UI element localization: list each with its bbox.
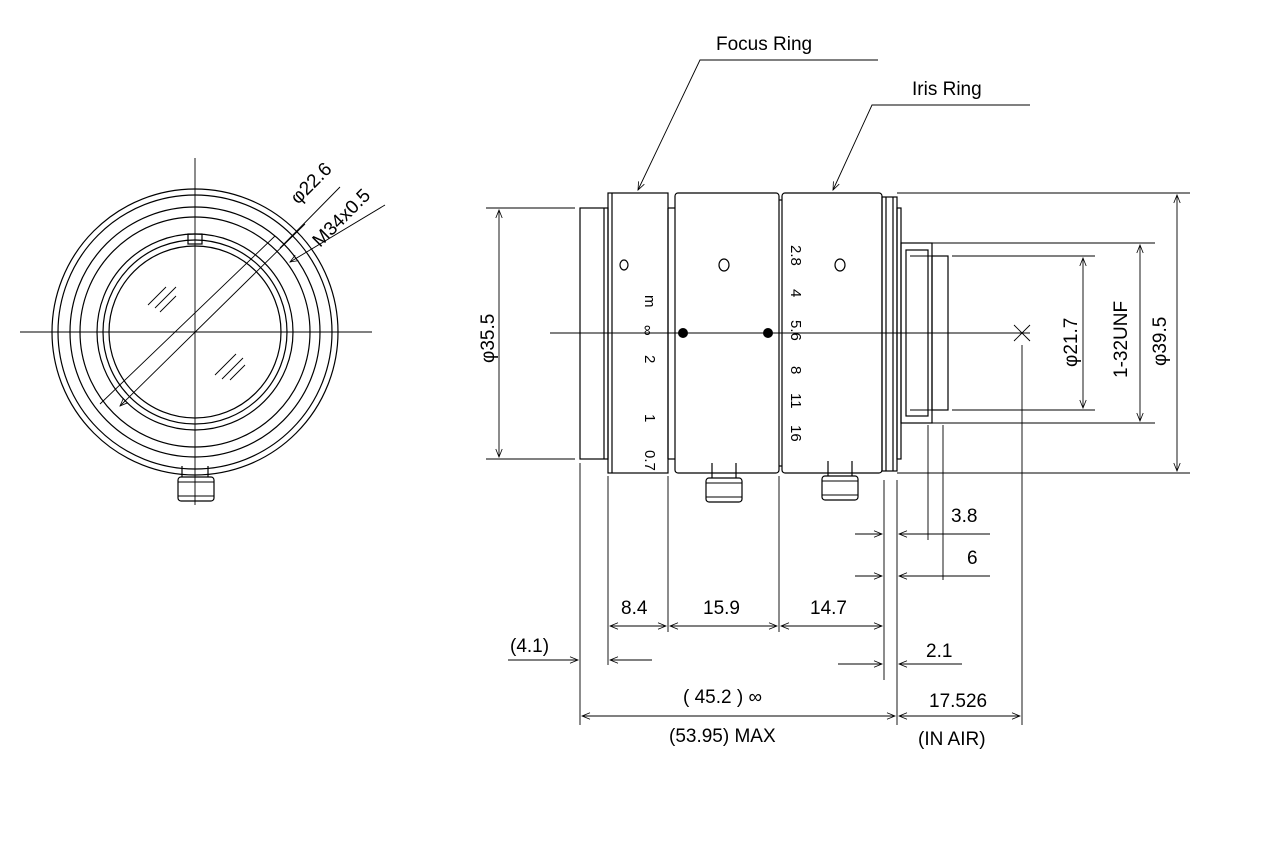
dim-14-7-label: 14.7 <box>810 598 847 619</box>
iris-scale-11: 11 <box>787 393 804 409</box>
focus-scale-1: 1 <box>641 414 658 422</box>
dim-rear-diameter-label: φ21.7 <box>1061 318 1082 367</box>
iris-scale-4: 4 <box>787 289 804 297</box>
focus-scale-inf: ∞ <box>639 325 656 336</box>
rear-flange <box>881 196 898 472</box>
front-inner-diameter-label: φ22.6 <box>287 159 337 209</box>
side-view: m ∞ 2 1 0.7 2.8 4 5.6 8 11 16 Focus Ring… <box>478 34 1190 750</box>
iris-scale: 2.8 4 5.6 8 11 16 <box>787 245 804 442</box>
front-ring-3 <box>69 206 321 458</box>
focus-ring-leader <box>638 59 878 190</box>
dim-8-4-label: 8.4 <box>621 598 648 619</box>
dim-mount-thread-label: 1-32UNF <box>1111 301 1132 378</box>
dim-4-1-label: (4.1) <box>510 636 549 657</box>
iris-mark <box>834 258 846 272</box>
iris-ring-leader <box>833 104 1030 190</box>
rear-barrel <box>931 255 949 411</box>
iris-lock-screw <box>821 475 859 501</box>
front-diameter-line <box>120 223 306 406</box>
focus-index-dot <box>678 328 688 338</box>
front-view: φ22.6 M34x0.5 <box>20 158 386 505</box>
focus-lock-screw <box>705 477 743 503</box>
iris-scale-16: 16 <box>787 425 804 442</box>
iris-scale-8: 8 <box>787 366 804 374</box>
dim-45-2-label: ( 45.2 ) ∞ <box>683 687 762 708</box>
focus-scale-unit: m <box>641 295 658 308</box>
focus-knurl-mark <box>619 259 629 271</box>
front-knob <box>177 476 215 502</box>
dim-17-526-label: 17.526 <box>929 691 987 712</box>
front-ring-4 <box>79 216 311 448</box>
dim-53-95-label: (53.95) MAX <box>669 726 776 747</box>
front-notch <box>187 233 203 245</box>
iris-scale-2.8: 2.8 <box>787 245 804 266</box>
dim-6-label: 6 <box>967 548 978 569</box>
dim-3-8-label: 3.8 <box>951 506 977 527</box>
focus-scale-2: 2 <box>641 355 658 363</box>
iris-scale-5.6: 5.6 <box>787 320 804 341</box>
focus-ring-label: Focus Ring <box>716 34 812 55</box>
iris-ring-label: Iris Ring <box>912 79 982 100</box>
image-point-marker <box>1013 324 1031 342</box>
dim-15-9-label: 15.9 <box>703 598 740 619</box>
iris-index-dot <box>763 328 773 338</box>
middle-barrel <box>674 192 780 474</box>
front-lens-glass <box>108 245 282 419</box>
focus-scale: m ∞ 2 1 0.7 <box>639 295 658 471</box>
barrel-mark <box>718 258 730 272</box>
dim-body-diameter-label: φ35.5 <box>478 314 499 363</box>
dim-in-air-label: (IN AIR) <box>918 729 986 750</box>
dim-2-1-label: 2.1 <box>926 641 952 662</box>
front-outer-ring <box>51 188 339 476</box>
front-ring-2 <box>57 194 333 470</box>
glare-marks <box>147 286 246 381</box>
front-ring-6 <box>102 239 288 425</box>
dim-max-diameter-label: φ39.5 <box>1150 317 1171 366</box>
focus-scale-0.7: 0.7 <box>641 450 658 471</box>
front-thread-label: M34x0.5 <box>309 185 375 251</box>
